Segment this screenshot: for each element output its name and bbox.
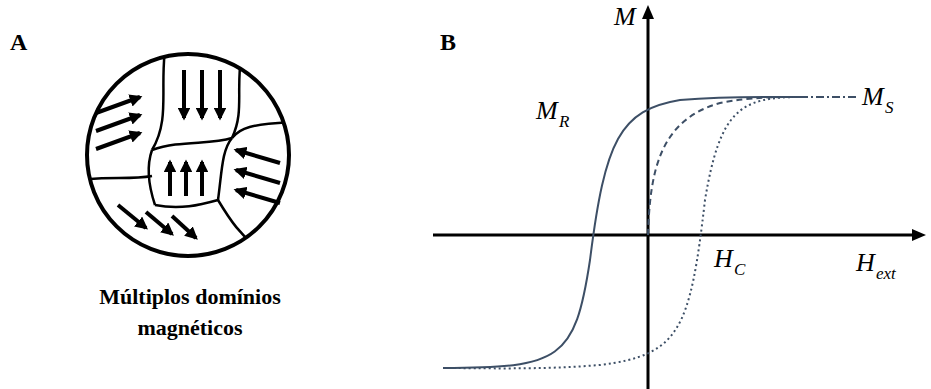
axis-subscript: ext <box>876 265 896 282</box>
curve-subscript: C <box>734 261 745 278</box>
curve-subscript: S <box>885 99 894 116</box>
panel-letter-text: A <box>10 29 27 55</box>
domain-illustration <box>80 50 295 256</box>
curve-label: M <box>862 84 884 110</box>
panel-letter: B <box>440 30 456 54</box>
hysteresis-plot <box>433 5 926 389</box>
curve-label-text: M <box>536 96 558 125</box>
axis-label: M <box>614 4 636 30</box>
panel-letter: A <box>10 30 27 54</box>
curve-label-text: M <box>862 82 884 111</box>
axis-label-text: H <box>856 248 875 277</box>
curve-label-text: H <box>714 244 733 273</box>
axis-label-text: M <box>614 2 636 31</box>
curve-subscript: R <box>559 113 569 130</box>
panel-caption: Múltiplos domínios magnéticos <box>50 282 330 344</box>
curve-subscript-text: C <box>734 260 745 279</box>
curve-subscript-text: R <box>559 112 569 131</box>
curve-label: H <box>714 246 733 272</box>
panel-letter-text: B <box>440 29 456 55</box>
curve-subscript-text: S <box>885 98 894 117</box>
panel-caption-text: Múltiplos domínios magnéticos <box>99 284 281 340</box>
curve-label: M <box>536 98 558 124</box>
axis-subscript-text: ext <box>876 264 896 283</box>
axis-label: H <box>856 250 875 276</box>
